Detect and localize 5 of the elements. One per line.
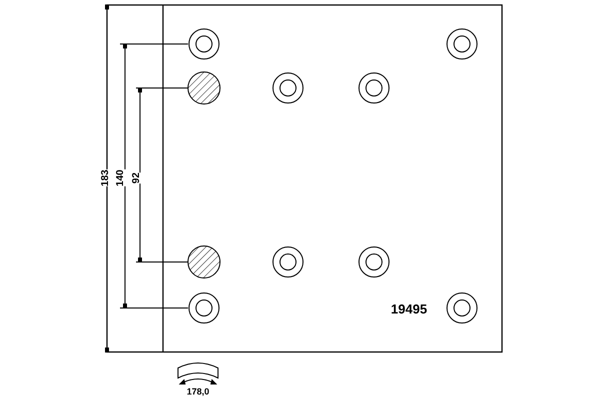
dimension-label: 92 [132,172,142,184]
arc-length-label: 178,0 [186,388,210,396]
dimension-label: 140 [116,170,126,186]
dimension-label: 183 [101,170,111,186]
part-number: 19495 [390,302,428,316]
